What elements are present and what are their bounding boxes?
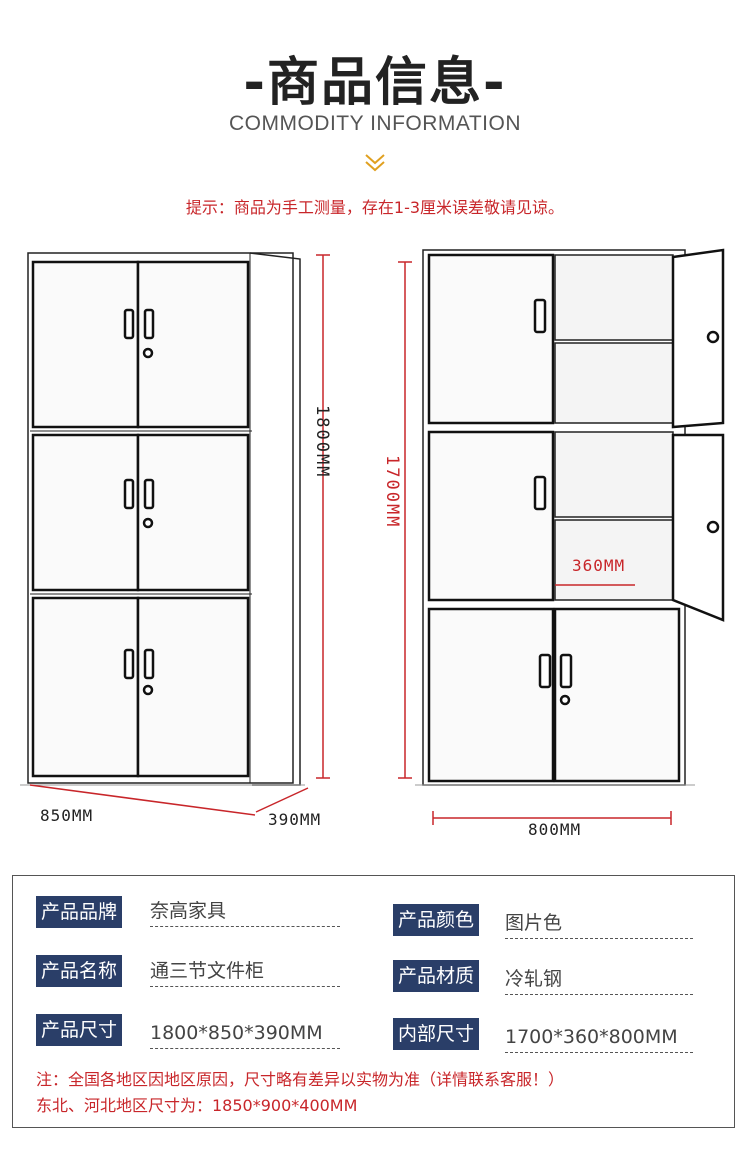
spec-label-size: 产品尺寸 bbox=[36, 1014, 123, 1046]
right-height-label: 1700MM bbox=[382, 455, 402, 529]
spec-value-material: 冷轧钢 bbox=[505, 964, 693, 995]
spec-value-color: 图片色 bbox=[505, 908, 693, 939]
left-height-label: 1800MM bbox=[312, 405, 332, 479]
page-subtitle: COMMODITY INFORMATION bbox=[228, 112, 522, 135]
closed-cabinet-illustration bbox=[20, 252, 305, 786]
spec-label-name: 产品名称 bbox=[36, 955, 123, 987]
measurement-hint: 提示：商品为手工测量，存在1-3厘米误差敬请见谅。 bbox=[185, 198, 565, 217]
right-depth-label: 360MM bbox=[572, 556, 626, 575]
spec-label-material: 产品材质 bbox=[393, 960, 480, 992]
right-dimension-lines bbox=[398, 261, 672, 825]
left-dimension-lines bbox=[29, 254, 330, 816]
region-size-note: 东北、河北地区尺寸为：1850*900*400MM bbox=[36, 1096, 358, 1115]
spec-value-brand: 奈高家具 bbox=[150, 896, 340, 927]
left-width-label: 850MM bbox=[40, 806, 94, 825]
chevron-down-icon bbox=[365, 154, 385, 172]
page-title: -商品信息- bbox=[243, 53, 507, 113]
right-width-label: 800MM bbox=[528, 820, 582, 839]
product-info-box bbox=[12, 875, 735, 1128]
spec-label-brand: 产品品牌 bbox=[36, 896, 123, 928]
region-note: 注：全国各地区因地区原因，尺寸略有差异以实物为准（详情联系客服！） bbox=[36, 1070, 565, 1089]
spec-label-inner-size: 内部尺寸 bbox=[393, 1018, 480, 1050]
spec-value-size: 1800*850*390MM bbox=[150, 1018, 340, 1049]
spec-value-name: 通三节文件柜 bbox=[150, 956, 340, 987]
left-depth-label: 390MM bbox=[268, 810, 322, 829]
open-cabinet-illustration bbox=[415, 248, 725, 786]
spec-value-inner-size: 1700*360*800MM bbox=[505, 1022, 693, 1053]
spec-label-color: 产品颜色 bbox=[393, 904, 480, 936]
